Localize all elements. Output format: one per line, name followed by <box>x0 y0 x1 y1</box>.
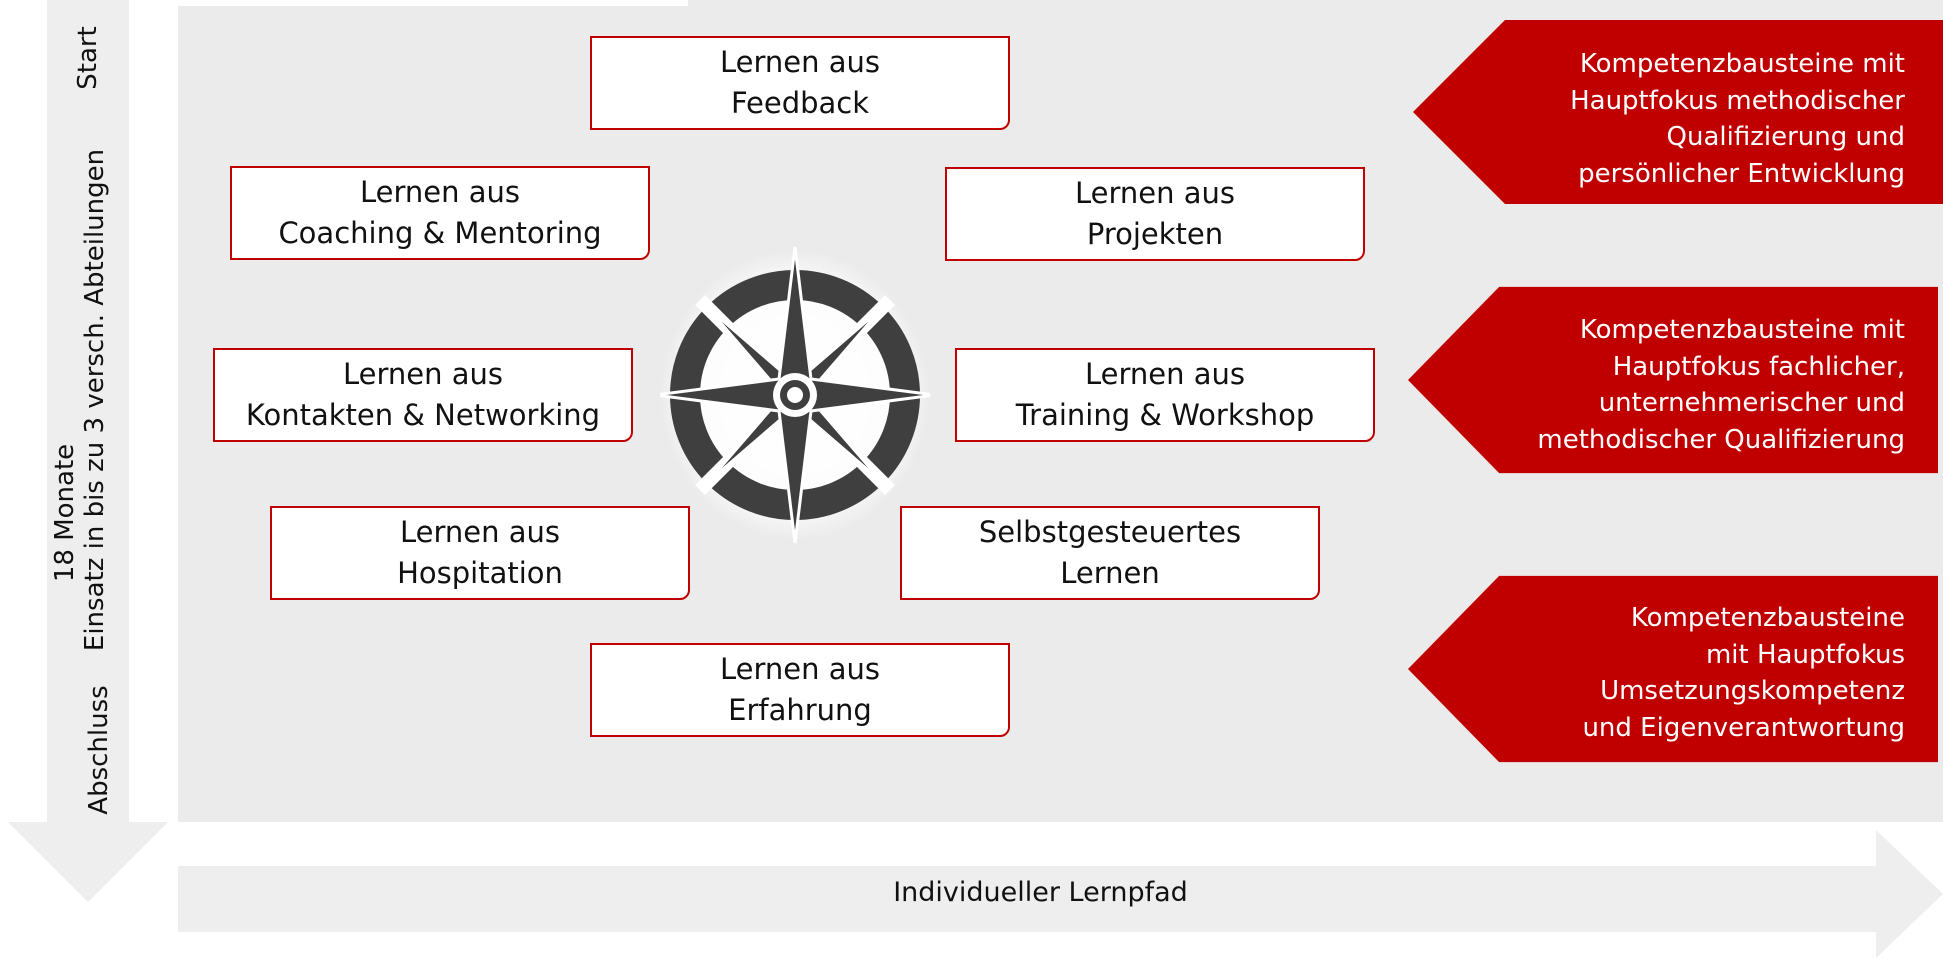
timeline-arrow <box>8 0 168 902</box>
learning-path-arrow <box>178 830 1943 958</box>
focus-badge-implementation <box>1408 575 1938 763</box>
module-experience: Lernen aus Erfahrung <box>590 643 1010 737</box>
focus-text-implementation: Kompetenzbausteine mit Hauptfokus Umsetz… <box>1582 603 1905 743</box>
focus-text-professional: Kompetenzbausteine mit Hauptfokus fachli… <box>1537 315 1905 455</box>
focus-badge-methodical <box>1413 20 1943 204</box>
module-coaching-line1: Lernen aus <box>360 175 520 209</box>
learning-path-label: Individueller Lernpfad <box>893 877 1188 908</box>
module-feedback: Lernen aus Feedback <box>590 36 1010 130</box>
module-projects-line1: Lernen aus <box>1075 176 1235 210</box>
module-selfdirected-line1: Selbstgesteuertes <box>978 515 1242 549</box>
module-coaching-line2: Coaching & Mentoring <box>278 216 602 250</box>
module-training: Lernen aus Training & Workshop <box>955 348 1375 442</box>
module-selfdirected: Selbstgesteuertes Lernen <box>900 506 1320 600</box>
module-experience-line1: Lernen aus <box>720 652 880 686</box>
module-training-line2: Training & Workshop <box>1015 398 1315 432</box>
module-networking-line2: Kontakten & Networking <box>245 398 601 432</box>
timeline-start-label: Start <box>73 26 103 90</box>
focus-badge-professional <box>1408 286 1938 474</box>
timeline-end-label: Abschluss <box>84 685 114 815</box>
top-strip <box>178 0 688 6</box>
module-hospitation-line2: Hospitation <box>397 556 563 590</box>
module-hospitation: Lernen aus Hospitation <box>270 506 690 600</box>
timeline-assignment-label: Einsatz in bis zu 3 versch. Abteilungen <box>80 148 110 652</box>
module-selfdirected-line2: Lernen <box>1060 556 1160 590</box>
timeline-duration-label: 18 Monate <box>50 443 80 583</box>
module-projects: Lernen aus Projekten <box>945 167 1365 261</box>
module-networking-line1: Lernen aus <box>343 357 503 391</box>
module-networking: Lernen aus Kontakten & Networking <box>213 348 633 442</box>
module-training-line1: Lernen aus <box>1085 357 1245 391</box>
module-coaching: Lernen aus Coaching & Mentoring <box>230 166 650 260</box>
focus-text-methodical: Kompetenzbausteine mit Hauptfokus method… <box>1570 49 1905 189</box>
module-projects-line2: Projekten <box>1086 217 1224 251</box>
compass-rose-icon <box>660 246 930 544</box>
module-feedback-line1: Lernen aus <box>720 45 880 79</box>
module-hospitation-line1: Lernen aus <box>400 515 560 549</box>
module-feedback-line2: Feedback <box>730 86 870 120</box>
module-experience-line2: Erfahrung <box>728 693 872 727</box>
